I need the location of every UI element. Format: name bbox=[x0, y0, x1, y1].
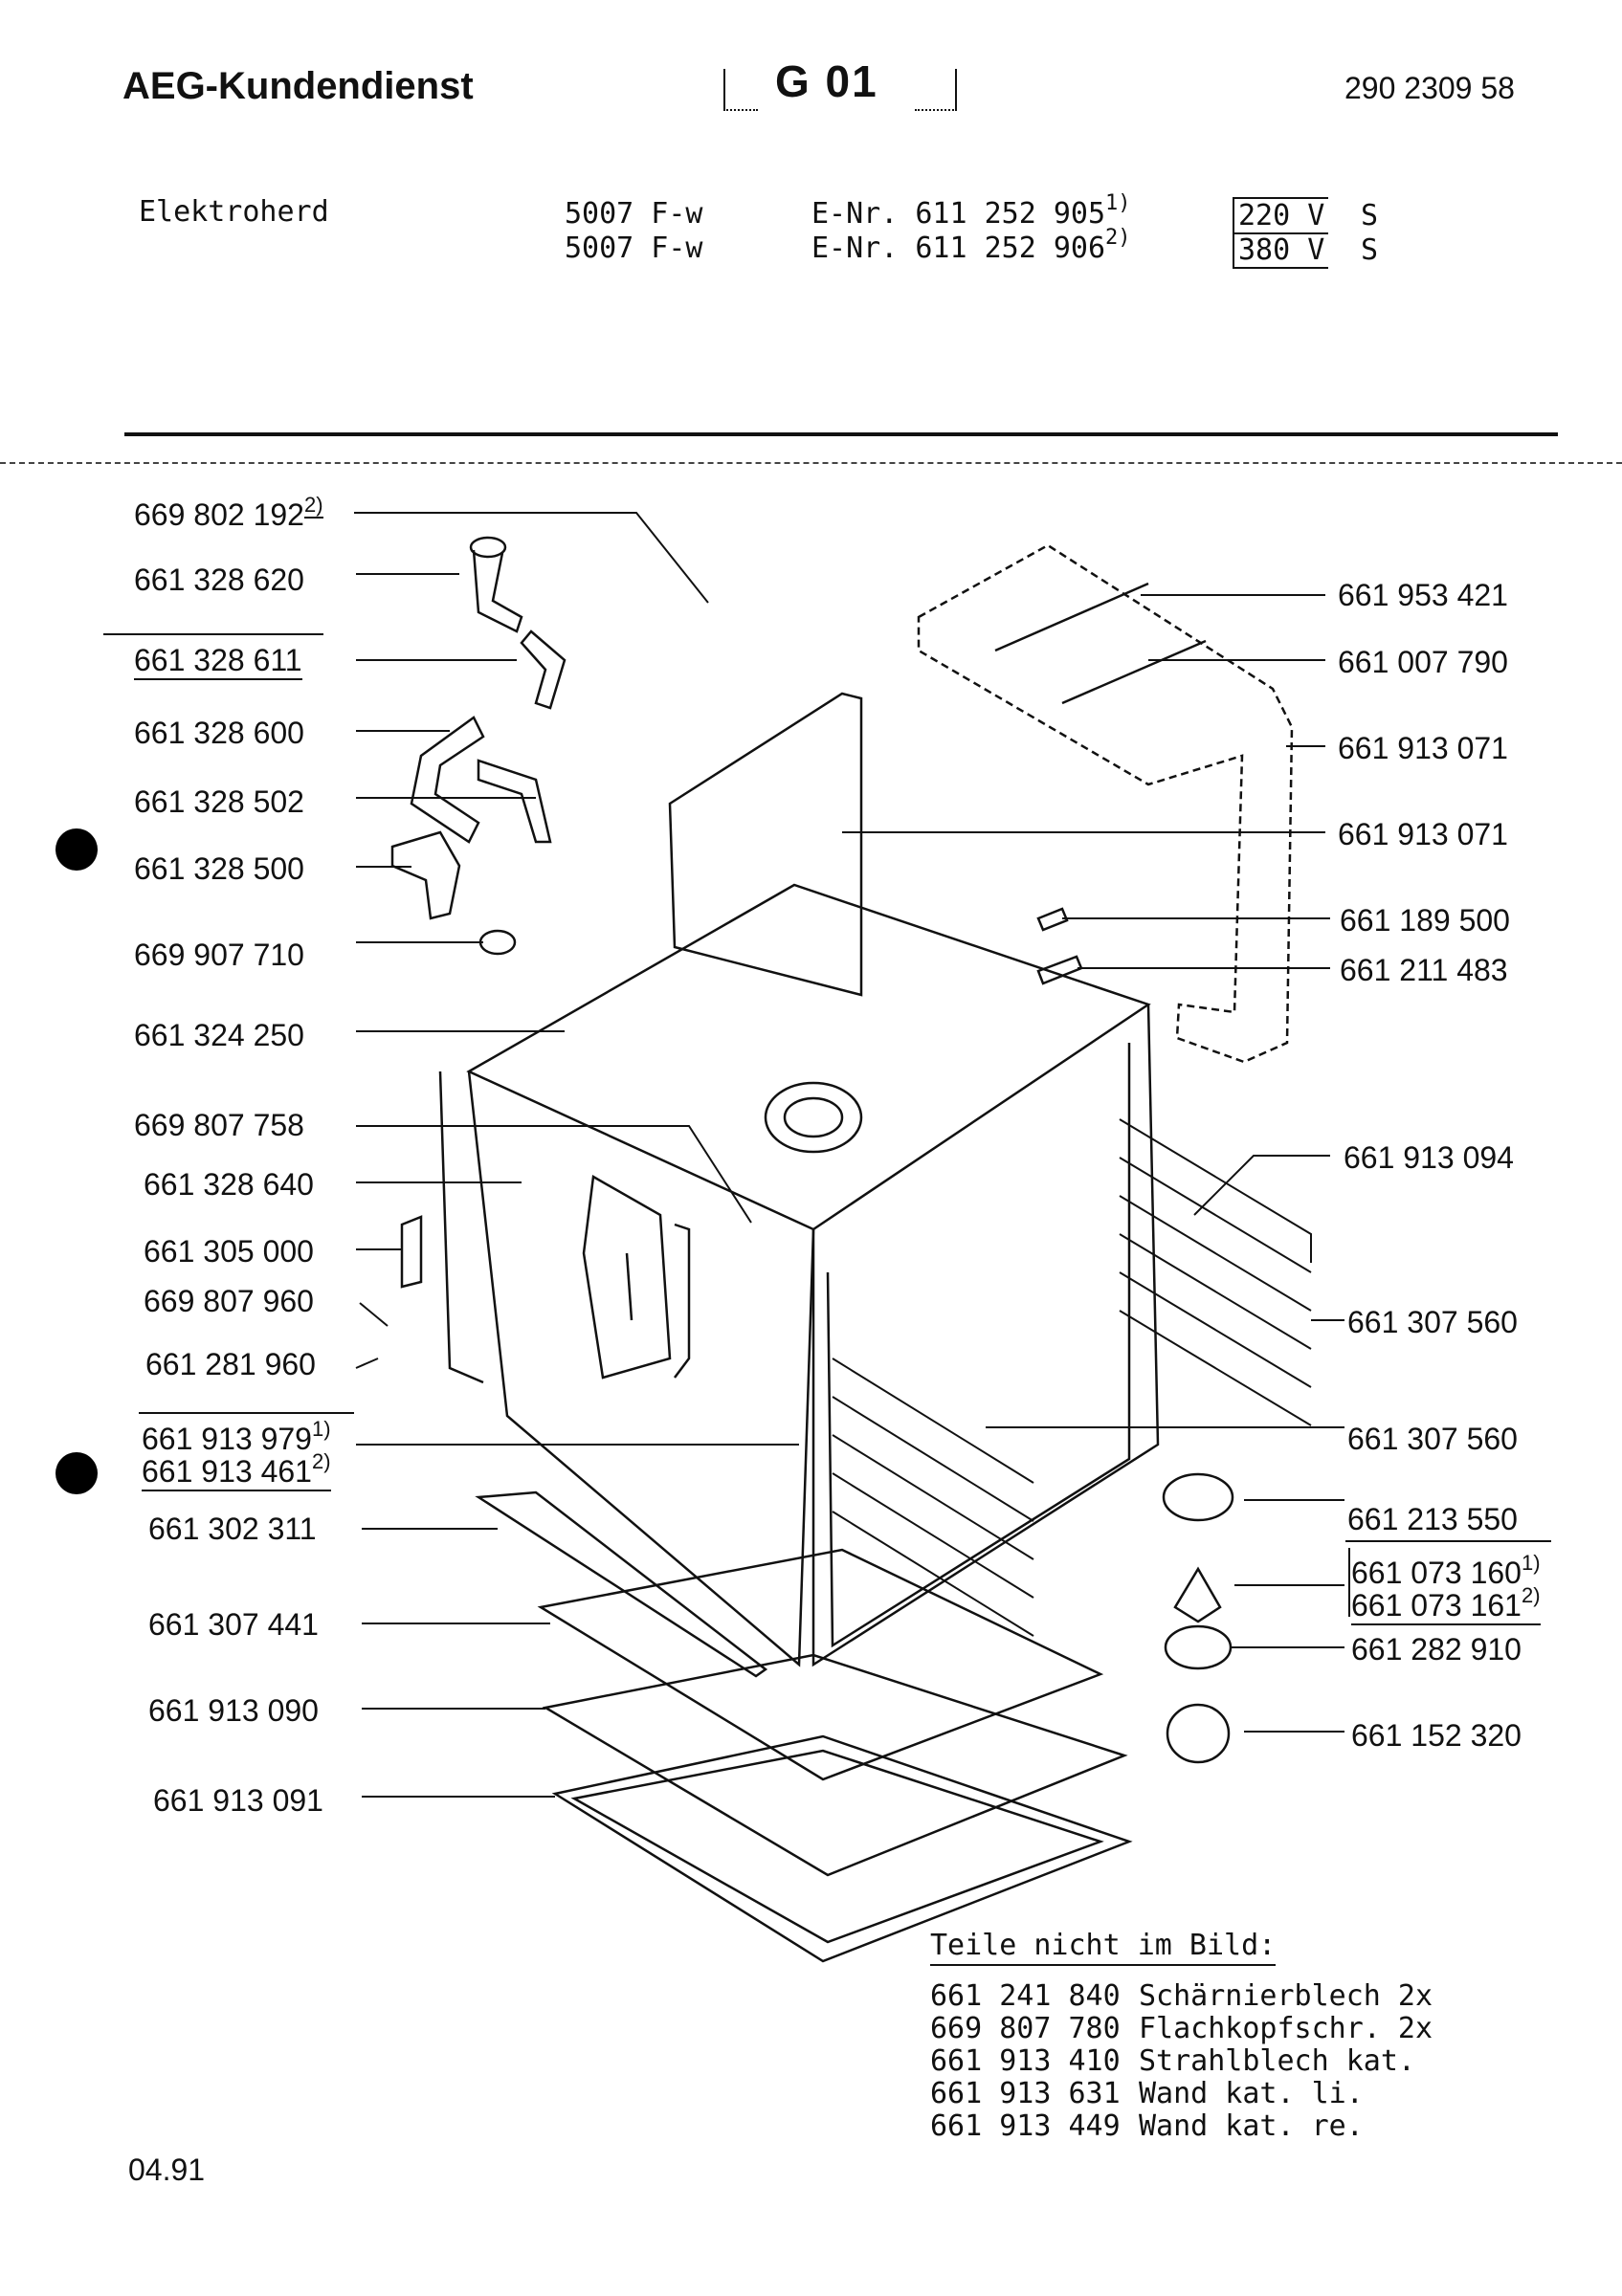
part-number: 661 913 410 bbox=[930, 2044, 1121, 2078]
part-description: Flachkopfschr. 2x bbox=[1139, 2012, 1433, 2045]
variant-2-enr: E-Nr. 611 252 9062) bbox=[811, 226, 1131, 265]
label-661-953-421: 661 953 421 bbox=[1338, 578, 1508, 612]
list-item: 661 913 449 Wand kat. re. bbox=[930, 2110, 1433, 2143]
label-669-907-710: 669 907 710 bbox=[134, 938, 304, 972]
code-bracket-right bbox=[915, 69, 957, 111]
back-wall bbox=[668, 692, 863, 997]
label-661-328-640: 661 328 640 bbox=[144, 1167, 314, 1202]
variant-1-enr-text: E-Nr. 611 252 905 bbox=[811, 197, 1106, 231]
label-661-281-960: 661 281 960 bbox=[145, 1347, 316, 1381]
variant-2-suffix: S bbox=[1361, 233, 1379, 267]
part-number: 661 241 840 bbox=[930, 1979, 1121, 2013]
not-in-picture-title: Teile nicht im Bild: bbox=[930, 1929, 1277, 1966]
footer-date: 04.91 bbox=[128, 2152, 206, 2187]
label-text: 661 073 161 bbox=[1351, 1588, 1522, 1623]
label-text: 661 073 160 bbox=[1351, 1556, 1522, 1590]
label-661-305-000: 661 305 000 bbox=[144, 1234, 314, 1269]
label-underline-160 bbox=[1345, 1540, 1551, 1542]
oven-racks bbox=[832, 1118, 1312, 1637]
label-661-328-620: 661 328 620 bbox=[134, 563, 304, 597]
part-number: 669 807 780 bbox=[930, 2012, 1121, 2045]
label-note: 1) bbox=[311, 1417, 331, 1441]
label-note: 2) bbox=[303, 493, 323, 519]
label-661-913-071-a: 661 913 071 bbox=[1338, 731, 1508, 765]
dashed-rule bbox=[0, 462, 1622, 464]
label-661-213-550: 661 213 550 bbox=[1347, 1502, 1518, 1536]
label-underline-611 bbox=[103, 633, 323, 635]
label-669-807-960: 669 807 960 bbox=[144, 1284, 314, 1318]
list-item: 661 913 631 Wand kat. li. bbox=[930, 2078, 1433, 2110]
vent-pipes bbox=[390, 536, 567, 956]
variant-1-suffix: S bbox=[1361, 199, 1379, 232]
label-661-152-320: 661 152 320 bbox=[1351, 1718, 1522, 1753]
variant-1-voltage: 220 V bbox=[1233, 197, 1329, 234]
variant-2-voltage: 380 V bbox=[1233, 233, 1329, 269]
variant-2-enr-text: E-Nr. 611 252 906 bbox=[811, 232, 1106, 265]
label-note: 2) bbox=[311, 1449, 331, 1473]
left-leader-lines bbox=[354, 512, 799, 1798]
label-underline-979 bbox=[139, 1412, 354, 1414]
insulation-blanket bbox=[917, 543, 1294, 1064]
document-number: 290 2309 58 bbox=[1344, 71, 1515, 105]
right-leader-lines bbox=[842, 594, 1344, 1733]
label-661-913-979: 661 913 9791) bbox=[142, 1417, 331, 1457]
label-note: 2) bbox=[1521, 1583, 1541, 1607]
label-669-802-192: 669 802 1922) bbox=[134, 493, 323, 533]
label-661-282-910: 661 282 910 bbox=[1351, 1632, 1522, 1667]
code-bracket-left bbox=[723, 69, 758, 111]
part-description: Strahlblech kat. bbox=[1139, 2044, 1415, 2078]
label-text: 669 802 192 bbox=[134, 497, 304, 532]
not-in-picture-list: 661 241 840 Schärnierblech 2x 669 807 780… bbox=[930, 1980, 1433, 2143]
label-669-807-758: 669 807 758 bbox=[134, 1108, 304, 1142]
part-description: Schärnierblech 2x bbox=[1139, 1979, 1433, 2013]
label-661-073-161: 661 073 1612) bbox=[1351, 1583, 1541, 1625]
label-661-328-611: 661 328 611 bbox=[134, 643, 302, 680]
variant-1-enr: E-Nr. 611 252 9051) bbox=[811, 191, 1131, 231]
oven-body bbox=[438, 883, 1160, 1667]
part-number: 661 913 449 bbox=[930, 2109, 1121, 2143]
variant-1-model: 5007 F-w bbox=[565, 197, 703, 231]
label-661-307-560-b: 661 307 560 bbox=[1347, 1422, 1518, 1456]
part-description: Wand kat. li. bbox=[1139, 2077, 1364, 2110]
trays bbox=[475, 1490, 1133, 1963]
section-code: G 01 bbox=[775, 56, 878, 106]
label-661-302-311: 661 302 311 bbox=[148, 1512, 317, 1546]
label-661-189-500: 661 189 500 bbox=[1340, 903, 1510, 938]
variant-2-model: 5007 F-w bbox=[565, 232, 703, 265]
label-661-913-071-b: 661 913 071 bbox=[1338, 817, 1508, 851]
label-text: 661 913 979 bbox=[142, 1422, 312, 1456]
list-item: 661 913 410 Strahlblech kat. bbox=[930, 2045, 1433, 2078]
list-item: 669 807 780 Flachkopfschr. 2x bbox=[930, 2013, 1433, 2045]
label-661-913-090: 661 913 090 bbox=[148, 1693, 319, 1728]
bullet-marker bbox=[56, 828, 98, 871]
variant-1-voltage-box: 220 V bbox=[1233, 197, 1329, 234]
brand-title: AEG-Kundendienst bbox=[122, 65, 474, 107]
label-text: 661 913 461 bbox=[142, 1454, 312, 1489]
part-description: Wand kat. re. bbox=[1139, 2109, 1364, 2143]
list-item: 661 241 840 Schärnierblech 2x bbox=[930, 1980, 1433, 2013]
label-661-328-502: 661 328 502 bbox=[134, 784, 304, 819]
variant-1-note: 1) bbox=[1105, 191, 1131, 215]
product-name: Elektroherd bbox=[139, 195, 329, 229]
label-661-913-461: 661 913 4612) bbox=[142, 1449, 331, 1491]
label-661-913-094: 661 913 094 bbox=[1344, 1140, 1514, 1175]
label-661-007-790: 661 007 790 bbox=[1338, 645, 1508, 679]
label-661-211-483: 661 211 483 bbox=[1340, 953, 1508, 987]
part-number: 661 913 631 bbox=[930, 2077, 1121, 2110]
variant-2-voltage-box: 380 V bbox=[1233, 233, 1329, 269]
bullet-marker bbox=[56, 1452, 98, 1494]
label-661-324-250: 661 324 250 bbox=[134, 1018, 304, 1052]
label-note: 1) bbox=[1521, 1551, 1541, 1575]
label-661-913-091: 661 913 091 bbox=[153, 1783, 323, 1818]
label-661-328-600: 661 328 600 bbox=[134, 716, 304, 750]
header-rule bbox=[124, 432, 1558, 436]
label-661-073-160: 661 073 1601) bbox=[1351, 1551, 1541, 1591]
control-parts bbox=[400, 907, 1234, 1764]
label-661-307-441: 661 307 441 bbox=[148, 1607, 319, 1642]
label-661-328-500: 661 328 500 bbox=[134, 851, 304, 886]
label-661-307-560-a: 661 307 560 bbox=[1347, 1305, 1518, 1339]
variant-2-note: 2) bbox=[1105, 226, 1131, 250]
